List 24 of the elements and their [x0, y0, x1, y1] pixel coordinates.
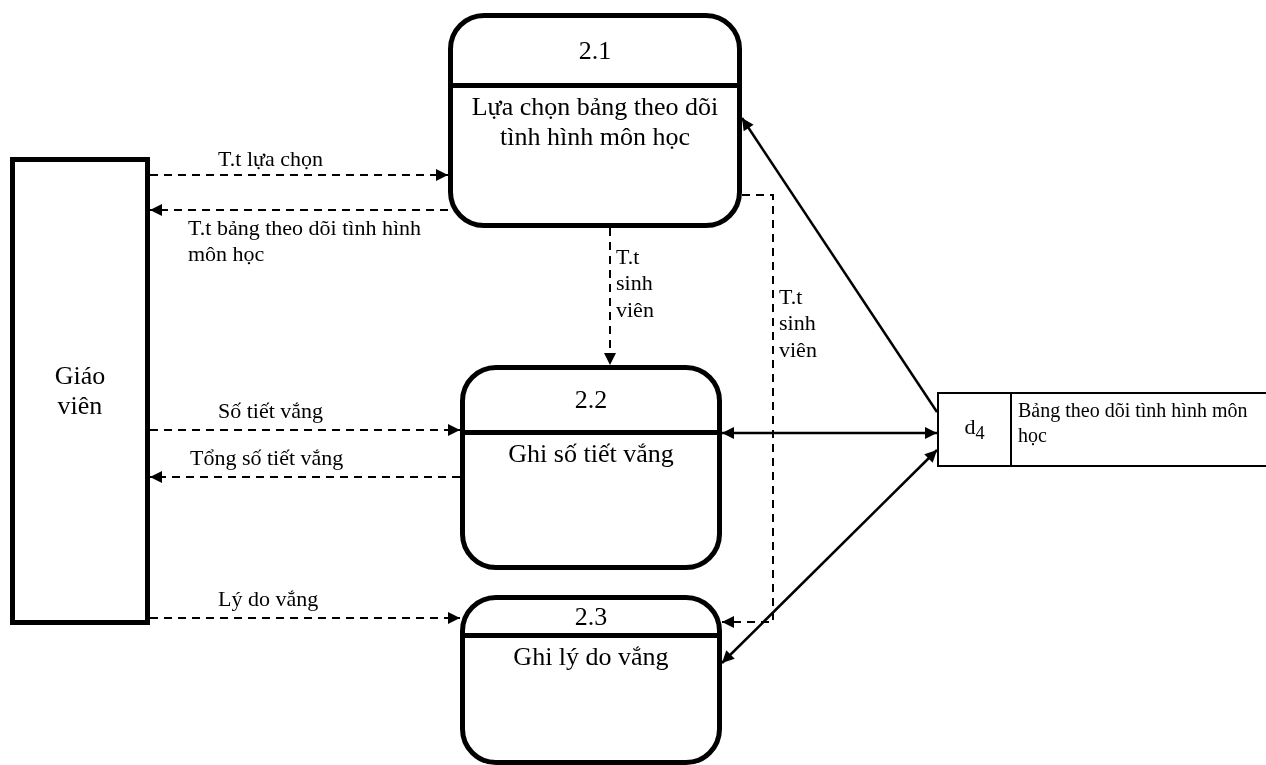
process-name: Ghi lý do vắng [513, 642, 669, 672]
arrow [740, 117, 939, 413]
dashed-arrow [149, 424, 461, 436]
dashed-arrow [149, 471, 461, 483]
process-box [460, 595, 722, 765]
dashed-arrow [149, 169, 449, 181]
process-name: Ghi số tiết vắng [508, 439, 674, 469]
entity-name: Giáo viên [53, 361, 107, 421]
process-name: Lựa chọn bảng theo dõi tình hình môn học [470, 92, 720, 152]
dashed-arrow [721, 194, 774, 628]
dashed-arrow [149, 204, 449, 216]
store-id: d$_{4}$ [964, 414, 985, 445]
store-name: Bảng theo dõi tình hình môn học [1018, 399, 1248, 446]
data-store [937, 392, 1266, 467]
process-number: 2.2 [574, 385, 608, 415]
dashed-arrow [149, 612, 461, 624]
arrow [722, 427, 937, 439]
process-number: 2.1 [578, 35, 612, 66]
process-number: 2.3 [574, 601, 608, 632]
process-box [448, 13, 742, 228]
external-entity-box [10, 157, 150, 625]
dashed-arrow [604, 227, 616, 366]
arrow [721, 449, 938, 664]
process-box [460, 365, 722, 570]
